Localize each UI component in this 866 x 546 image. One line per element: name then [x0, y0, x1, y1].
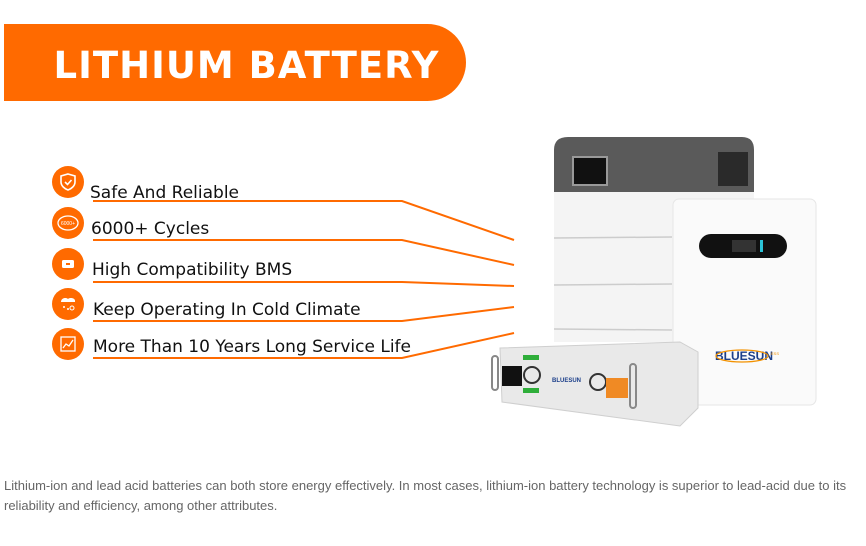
- banner-title: LITHIUM BATTERY: [53, 44, 440, 87]
- feature-label: High Compatibility BMS: [92, 260, 293, 280]
- svg-text:ESS: ESS: [771, 351, 779, 356]
- battery-product-image: BLUESUN ESS BLUESUN: [491, 137, 817, 427]
- leader-line: [93, 200, 515, 241]
- shield-check-icon: [52, 166, 84, 198]
- leader-line: [93, 281, 515, 287]
- bms-icon: [52, 248, 84, 280]
- svg-text:BLUESUN: BLUESUN: [715, 349, 773, 363]
- feature-label: Safe And Reliable: [90, 183, 239, 203]
- description-text: Lithium-ion and lead acid batteries can …: [4, 478, 847, 513]
- feature-label: 6000+ Cycles: [91, 219, 210, 239]
- feature-label: Keep Operating In Cold Climate: [93, 300, 361, 320]
- leader-line: [93, 306, 515, 322]
- leader-line: [93, 332, 515, 359]
- cycle-icon: 6000+: [52, 207, 84, 239]
- svg-text:6000+: 6000+: [61, 221, 75, 227]
- chart-trend-icon: [52, 328, 84, 360]
- cold-climate-icon: [52, 288, 84, 320]
- title-banner: LITHIUM BATTERY: [4, 24, 466, 101]
- svg-text:BLUESUN: BLUESUN: [552, 378, 581, 384]
- leader-line: [93, 239, 515, 266]
- feature-label: More Than 10 Years Long Service Life: [93, 337, 412, 357]
